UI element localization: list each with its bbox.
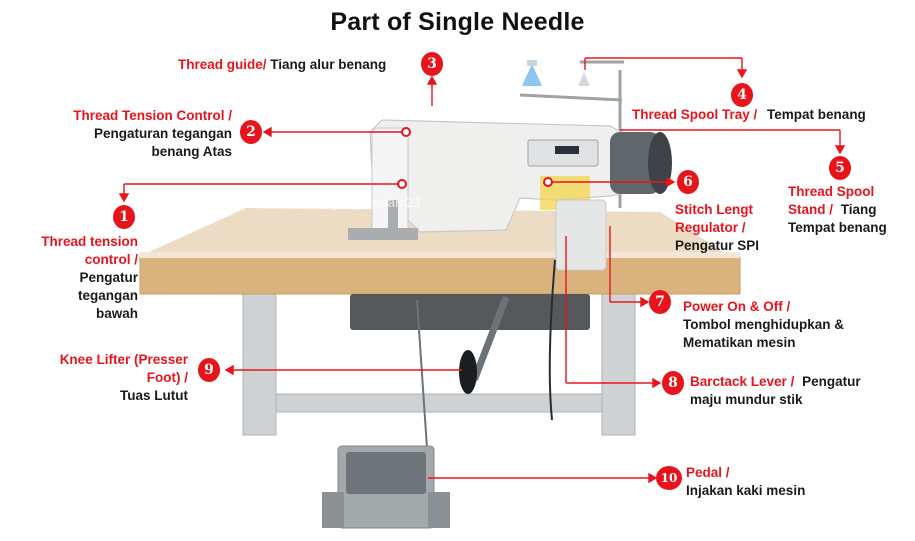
- label-knee-lifter: Knee Lifter (Presser Foot) / Tuas Lutut: [60, 351, 188, 405]
- part-name: control /: [84, 252, 138, 267]
- presser-foot: [348, 200, 418, 240]
- power-cable: [548, 259, 556, 421]
- badge-5: 5: [829, 156, 851, 180]
- badge-7: 7: [649, 290, 671, 314]
- label-stitch-length-regulator: Stitch Lengt Regulator / Pengatur SPI: [675, 201, 759, 255]
- oil-pan: [350, 294, 590, 330]
- part-name: Regulator /: [675, 220, 746, 235]
- knee-lifter: [471, 296, 509, 382]
- part-name: Thread Tension Control /: [73, 108, 232, 123]
- part-desc: Injakan kaki mesin: [686, 483, 806, 498]
- badge-6: 6: [677, 170, 699, 194]
- part-desc: Pengaturan tegangan: [93, 126, 232, 141]
- part-desc: Tempat benang: [767, 107, 866, 122]
- part-desc: Mematikan mesin: [683, 335, 796, 350]
- part-name: Stand /: [788, 202, 834, 217]
- part-name: Barctack Lever /: [690, 374, 795, 389]
- part-desc: Pengatur: [79, 270, 138, 285]
- part-name: Power On & Off /: [683, 299, 791, 314]
- label-power-on-off: Power On & Off / Tombol menghidupkan & M…: [683, 298, 844, 352]
- frame-leg-left: [242, 287, 277, 436]
- label-thread-spool-tray: Thread Spool Tray / Tempat benang: [632, 106, 866, 124]
- badge-2: 2: [240, 120, 262, 144]
- thread-spools: [522, 60, 590, 86]
- part-desc: Tiang: [840, 202, 877, 217]
- badge-3: 3: [421, 52, 443, 76]
- part-desc: Pengatur SPI: [675, 238, 760, 253]
- pedal-chain: [416, 299, 428, 449]
- part-name: Thread Spool: [788, 184, 875, 199]
- badge-1: 1: [113, 205, 135, 229]
- label-thread-tension-control-upper: Thread Tension Control / Pengaturan tega…: [73, 107, 232, 161]
- part-desc: benang Atas: [151, 144, 232, 159]
- part-desc: bawah: [95, 306, 138, 321]
- badge-4: 4: [731, 83, 753, 107]
- part-name: Pedal /: [686, 465, 730, 480]
- pedal: [322, 445, 450, 529]
- part-desc: Tiang alur benang: [270, 57, 387, 72]
- label-thread-tension-control-lower: Thread tension control / Pengatur tegang…: [41, 233, 138, 323]
- part-name: Stitch Lengt: [675, 202, 753, 217]
- frame-leg-right: [601, 287, 636, 436]
- label-barctack-lever: Barctack Lever / Pengatur maju mundur st…: [690, 373, 861, 409]
- anchor-dots: [397, 127, 553, 189]
- badge-9: 9: [198, 358, 220, 382]
- part-desc: Tempat benang: [788, 220, 887, 235]
- label-thread-spool-stand: Thread Spool Stand / Tiang Tempat benang: [788, 183, 887, 237]
- part-desc: Tuas Lutut: [120, 388, 188, 403]
- leader-lines: [118, 57, 846, 484]
- part-name: Thread guide/: [178, 57, 267, 72]
- diagram-title: Part of Single Needle: [330, 8, 585, 36]
- part-name: Foot) /: [146, 370, 188, 385]
- part-desc: Tombol menghidupkan &: [683, 317, 844, 332]
- part-name: Thread Spool Tray /: [632, 107, 758, 122]
- label-pedal: Pedal / Injakan kaki mesin: [686, 464, 805, 500]
- part-desc: tegangan: [77, 288, 138, 303]
- part-name: Knee Lifter (Presser: [59, 352, 188, 367]
- motor: [610, 132, 672, 194]
- part-desc: maju mundur stik: [690, 392, 803, 407]
- part-desc: Pengatur: [802, 374, 861, 389]
- badge-10: 10: [656, 466, 682, 490]
- part-name: Thread tension: [41, 234, 138, 249]
- frame-crossbar: [275, 393, 603, 413]
- knee-lifter-pad: [459, 350, 477, 394]
- label-thread-guide: Thread guide/ Tiang alur benang: [178, 56, 386, 74]
- watermark: tmgsnyamdani21: [315, 194, 422, 210]
- badge-8: 8: [662, 371, 684, 395]
